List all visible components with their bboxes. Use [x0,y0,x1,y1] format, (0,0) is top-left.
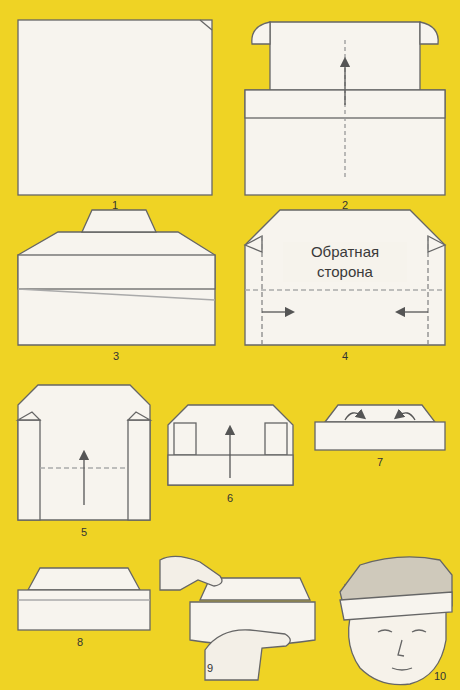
step-number: 8 [77,636,83,648]
step-eight-hat [18,568,150,630]
step-number: 3 [113,350,119,362]
side-note: Обратная сторона [283,242,407,283]
step-ten-boy [340,557,452,685]
step-two-paper [245,22,445,195]
step-number: 9 [207,662,213,674]
fold-mark [200,20,212,30]
step-number: 2 [342,199,348,211]
step-number: 1 [112,199,118,211]
step-number: 7 [377,456,383,468]
step-three-paper [18,210,215,345]
step-number: 4 [342,350,348,362]
step-five-paper [18,385,150,520]
step-nine-hands [160,556,315,680]
step-four-paper [245,210,445,345]
step-six-paper [168,405,293,485]
step-number: 6 [227,492,233,504]
step-number: 5 [81,526,87,538]
paper-sheet [18,20,212,195]
step-seven-paper [315,405,445,450]
step-number: 10 [434,670,446,682]
